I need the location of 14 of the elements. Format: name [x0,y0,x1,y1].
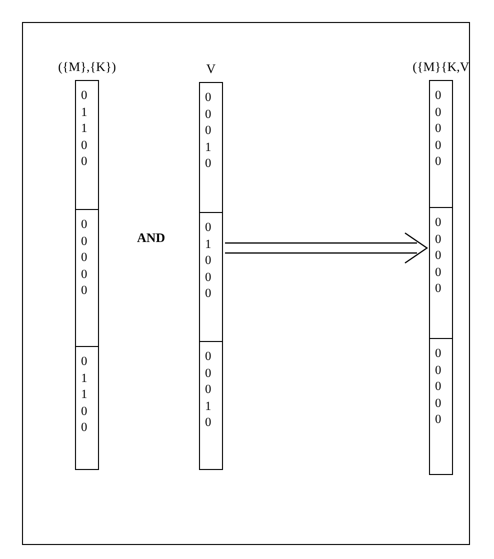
bit-values: 0 0 0 1 0 [205,348,212,431]
bit-values: 0 0 0 0 0 [435,345,442,428]
operator-label: AND [137,230,166,246]
column-heading: ({M}{K,V [412,59,470,75]
bit-values: 0 1 1 0 0 [81,353,88,436]
column-heading: V [206,61,216,77]
bit-values: 0 1 0 0 0 [205,219,212,302]
bit-values: 0 0 0 0 0 [435,87,442,170]
bit-values: 0 1 1 0 0 [81,87,88,170]
bit-values: 0 0 0 0 0 [435,214,442,297]
double-arrow [224,232,428,264]
column-heading: ({M},{K}) [58,59,116,75]
bit-values: 0 0 0 1 0 [205,89,212,172]
bit-values: 0 0 0 0 0 [81,216,88,299]
